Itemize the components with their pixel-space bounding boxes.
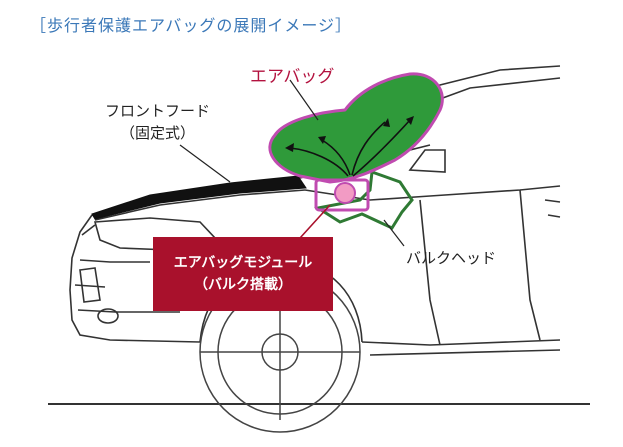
airbag-module-label-box: エアバッグモジュール （バルク搭載） — [153, 237, 333, 311]
airbag-module-label-line1: エアバッグモジュール — [173, 255, 313, 271]
front-hood-label-line1: フロントフード — [105, 102, 211, 120]
bulkhead-label: バルクヘッド — [406, 249, 497, 267]
bulkhead-shape — [314, 169, 414, 230]
deployment-arrows — [289, 119, 411, 177]
airbag-module-label-line2: （バルク搭載） — [194, 277, 292, 293]
front-hood-label: フロントフード （固定式） — [105, 100, 210, 144]
front-hood-label-line2: （固定式） — [120, 124, 196, 142]
module-leader-line — [299, 204, 331, 239]
front-hood — [91, 175, 307, 220]
airbag-label: エアバッグ — [250, 67, 335, 87]
airbag-balloon — [268, 72, 444, 184]
airbag-module-core — [334, 182, 356, 204]
airbag-module-housing — [314, 178, 370, 212]
leader-lines — [179, 79, 405, 247]
arrow-heads — [285, 116, 414, 152]
diagram-caption: ［歩行者保護エアバッグの展開イメージ］ — [30, 16, 353, 35]
